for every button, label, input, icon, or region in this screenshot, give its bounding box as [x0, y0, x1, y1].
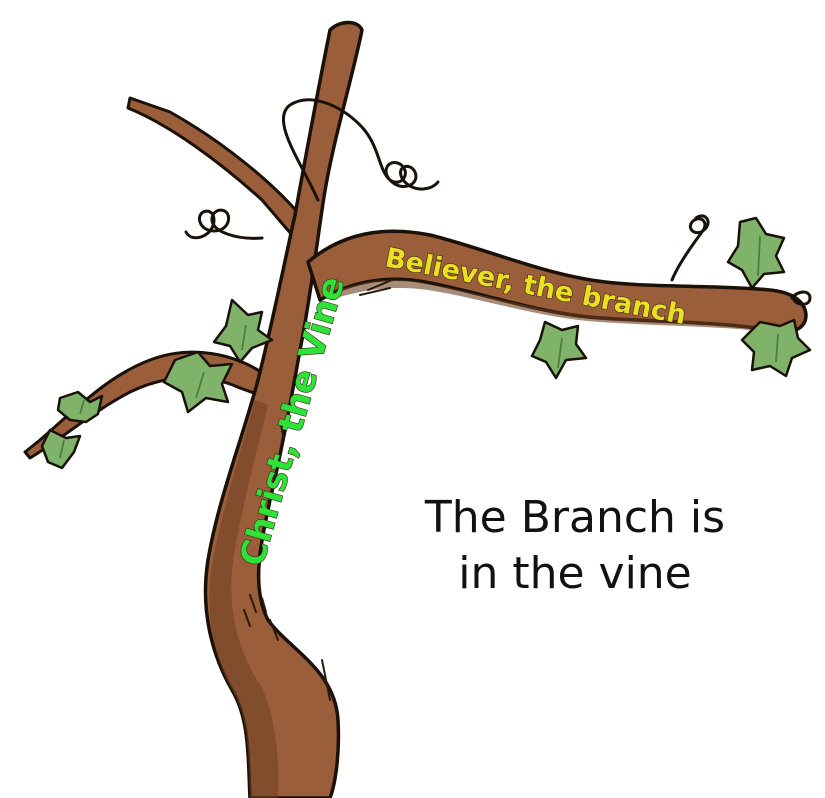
leaf [212, 298, 274, 364]
bark-texture [243, 279, 393, 701]
caption-line-2: in the vine [458, 548, 692, 599]
leaf [40, 428, 82, 470]
leaf [56, 390, 104, 424]
main-trunk [203, 20, 364, 798]
leaf [740, 318, 812, 378]
leaves [40, 216, 812, 470]
leaf [162, 350, 234, 414]
trunk-shadow [209, 400, 279, 798]
leaf-veins [59, 235, 779, 459]
leaf [530, 320, 588, 380]
leaf [726, 216, 786, 290]
upper-left-twig [126, 96, 302, 237]
right-branch [306, 229, 808, 334]
caption-line-1: The Branch is [424, 492, 726, 543]
branch-shadow [330, 279, 770, 332]
tendrils [184, 98, 812, 306]
caption: The Branch is in the vine [400, 490, 750, 602]
